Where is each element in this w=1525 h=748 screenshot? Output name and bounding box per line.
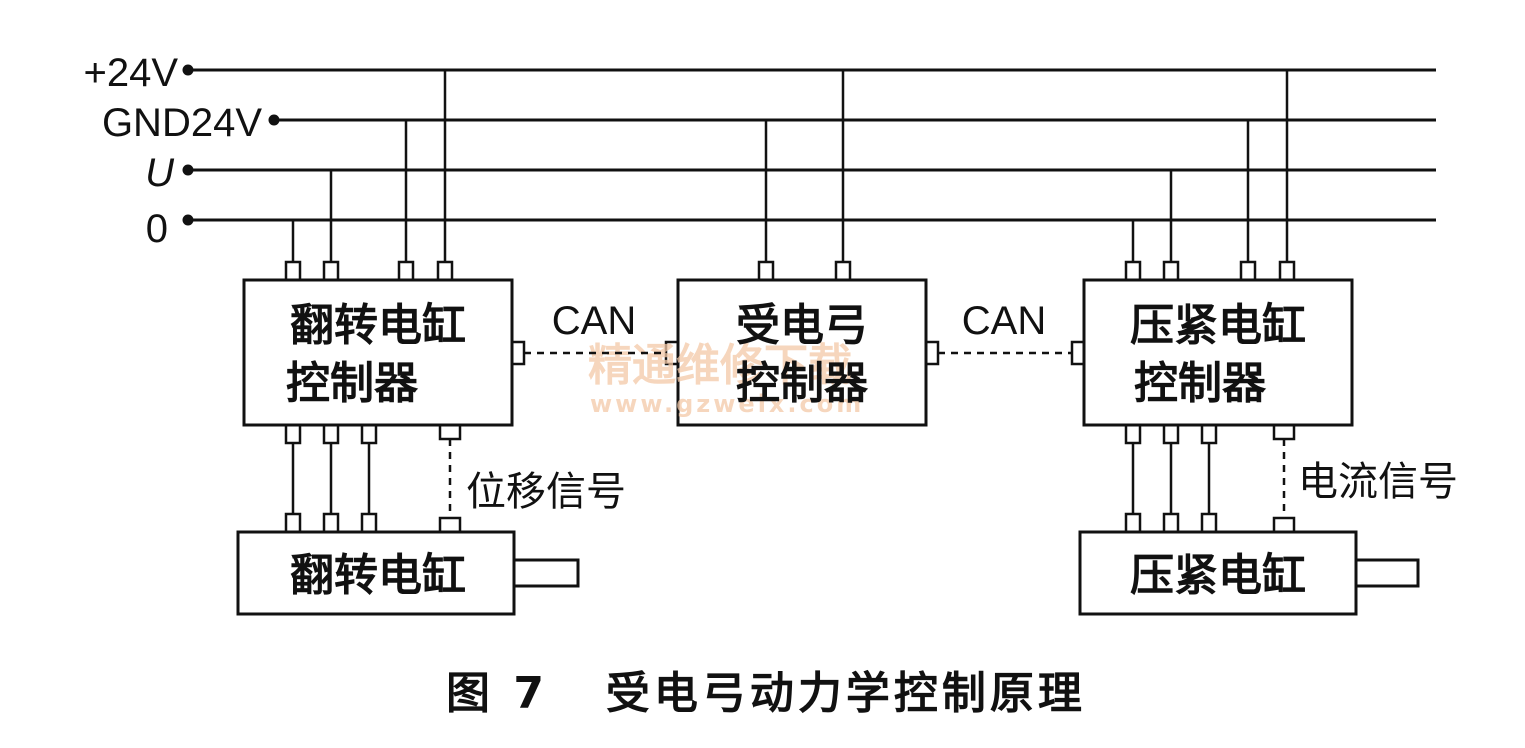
- bus-drops: [291, 70, 1289, 262]
- flip-cylinder-label: 翻转电缸: [290, 550, 466, 601]
- bus-label-u: U: [145, 151, 175, 195]
- flip-controller-box: [242, 278, 514, 427]
- bus-terminal-gnd24v: [268, 114, 280, 126]
- pantograph-controller-label-line1: 受电弓: [736, 300, 868, 351]
- bus-terminal-u: [182, 164, 194, 176]
- bus-lines: [182, 64, 1436, 226]
- can-label-left: CAN: [552, 299, 636, 343]
- press-cylinder-label: 压紧电缸: [1130, 550, 1306, 601]
- displacement-signal-label: 位移信号: [466, 469, 626, 515]
- flip-controller-label-line1: 翻转电缸: [290, 300, 466, 351]
- cylinder-wires: [291, 443, 1211, 514]
- press-cylinder-box: [1078, 530, 1358, 616]
- controller-boxes: [242, 278, 1354, 427]
- can-label-right: CAN: [962, 299, 1046, 343]
- press-controller-label-line1: 压紧电缸: [1130, 300, 1306, 351]
- cylinder-boxes: [236, 530, 1420, 616]
- figure-caption: 图 7 受电弓动力学控制原理: [446, 668, 1086, 719]
- bus-label-24v: +24V: [83, 51, 178, 95]
- pantograph-controller-box: [676, 278, 928, 427]
- flip-cylinder-box: [236, 530, 516, 616]
- signal-wires: [448, 439, 1286, 518]
- current-signal-label: 电流信号: [1298, 459, 1458, 505]
- bus-terminal-zero: [182, 214, 194, 226]
- watermark-text: 精通维修下载: [588, 340, 852, 391]
- watermark-url: www.gzweix.com: [590, 390, 864, 418]
- flip-cylinder-rod: [512, 558, 580, 588]
- bus-label-gnd24v: GND24V: [102, 101, 262, 145]
- press-controller-box: [1082, 278, 1354, 427]
- press-controller-label-line2: 控制器: [1134, 358, 1267, 409]
- press-cylinder-rod: [1354, 558, 1420, 588]
- bus-label-zero: 0: [146, 207, 168, 251]
- pantograph-controller-label-line2: 控制器: [736, 358, 869, 409]
- bus-terminal-24v: [182, 64, 194, 76]
- flip-controller-label-line2: 控制器: [286, 358, 419, 409]
